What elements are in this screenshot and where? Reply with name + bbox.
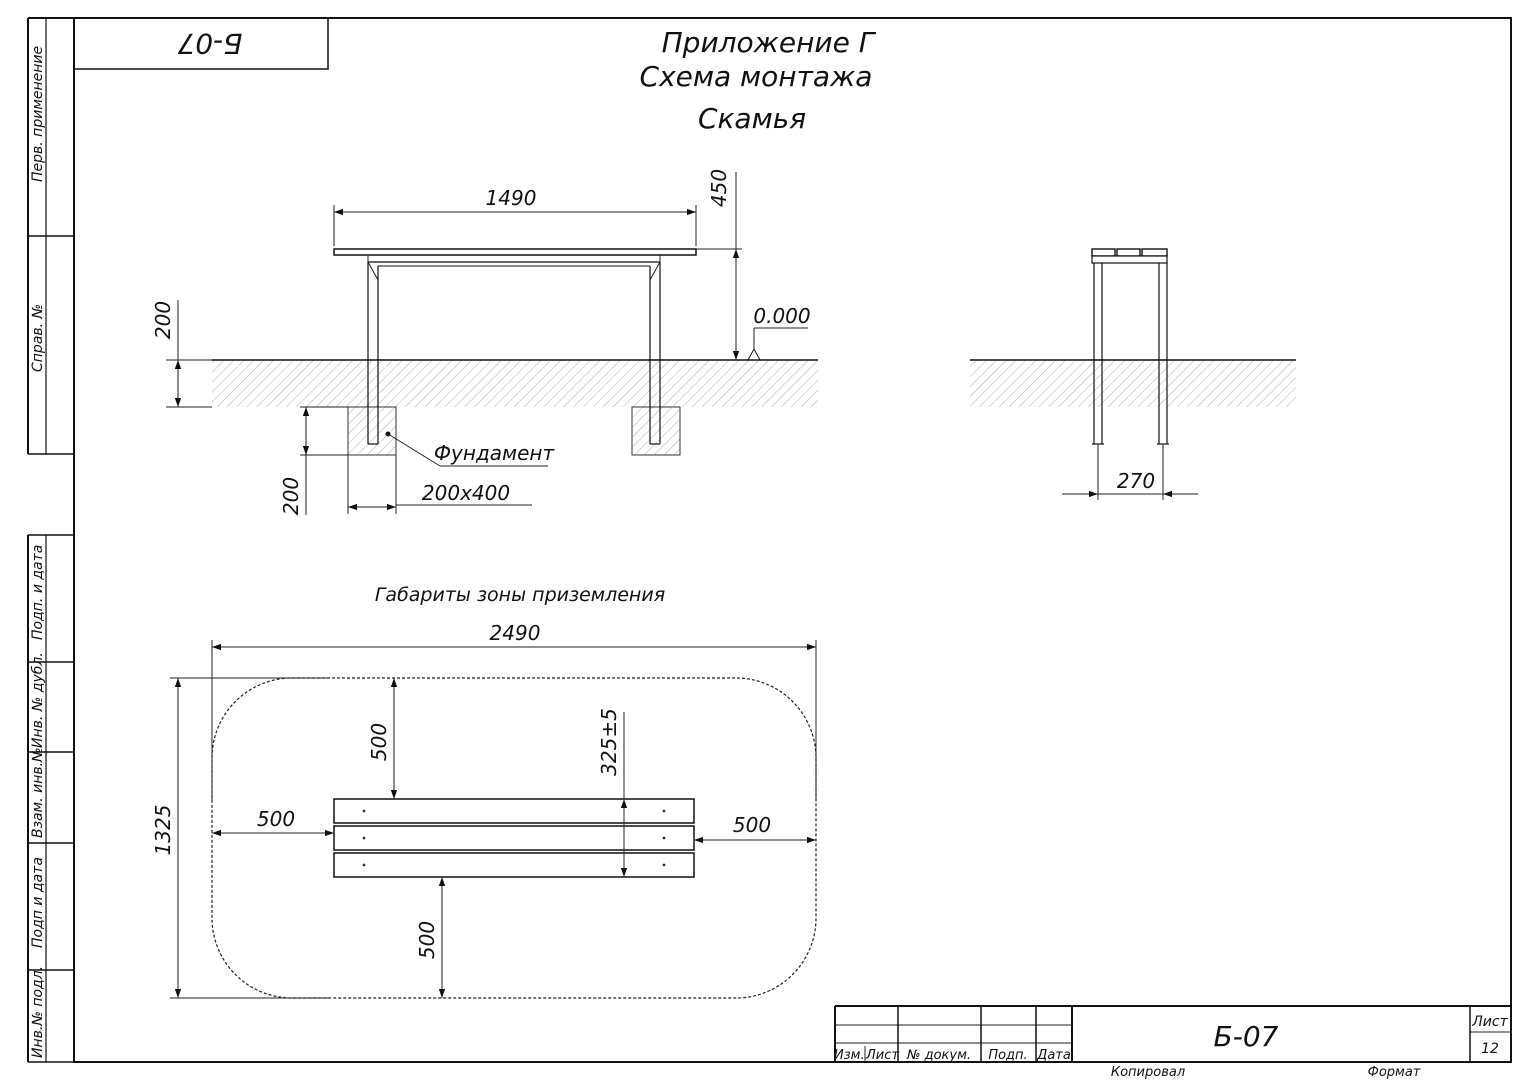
level-mark-value: 0.000 [753,304,810,328]
front-ground-hatch [212,360,818,407]
dim-zone-top: 500 [367,723,391,761]
front-foundation-right [631,406,681,456]
side-leg-right [1157,263,1169,445]
dim-seat-width: 325±5 [597,708,621,776]
title-appendix: Приложение Г [662,26,877,59]
side-crossbar [1091,255,1168,264]
top-slat-2 [333,825,695,851]
dim-zone-right: 500 [733,813,771,837]
label-podp-i-data-1: Подп. и дата [30,545,46,640]
tb-designation: Б-07 [1214,1020,1279,1053]
side-slat-3 [1141,248,1168,257]
tb-col-data: Дата [1036,1048,1071,1063]
front-seat [333,248,697,256]
label-inv-no-dubl: Инв. № дубл. [30,652,46,748]
side-ground-hatch [970,360,1296,407]
tb-col-doc-no: № докум. [906,1048,971,1063]
dim-zone-width: 1325 [151,805,175,856]
tb-copied: Копировал [1111,1065,1185,1080]
top-slat-3 [333,852,695,878]
drawing-titles: Приложение Г Схема монтажа Скамья [640,26,877,135]
top-stamp: Б-07 [74,18,329,70]
top-stamp-designation: Б-07 [177,27,242,60]
title-block: Изм. Лист № докум. Подп. Дата Б-07 Лист … [834,1005,1511,1080]
dim-front-soil: 200 [151,301,175,339]
landing-zone-title: Габариты зоны приземления [375,584,665,606]
front-leg-left [367,262,379,445]
sheet-frame [27,17,1512,1063]
front-view: 1490 450 0.000 200 200 200x400 [151,169,818,515]
side-view: 270 [970,248,1296,500]
dim-zone-bottom: 500 [415,921,439,959]
label-sprav-no: Справ. № [30,304,46,372]
tb-sheet-label: Лист [1471,1014,1508,1030]
dim-foundation-depth: 200 [279,477,303,515]
dim-zone-left: 500 [257,807,295,831]
foundation-label: Фундамент [434,441,556,465]
landing-zone-view: Габариты зоны приземления 2490 1325 500 … [151,584,817,999]
side-slat-2 [1116,248,1141,257]
tb-sheet-no: 12 [1481,1041,1499,1057]
side-margin-labels: Перв. применение Справ. № Подп. и дата И… [30,46,46,1058]
tb-format: Формат [1368,1065,1421,1080]
front-foundation-left [347,406,397,456]
label-inv-no-podl: Инв.№ подл. [30,966,46,1058]
dim-side-width: 270 [1117,469,1155,493]
slat-screws [362,809,666,867]
level-mark: 0.000 [747,304,811,361]
front-leg-right [649,262,661,445]
title-object: Скамья [698,102,806,135]
title-scheme: Схема монтажа [640,60,873,93]
label-podp-i-data-2: Подп и дата [30,857,46,948]
dim-zone-length: 2490 [490,621,541,645]
tb-col-list: Лист [865,1048,899,1063]
dim-front-length: 1490 [486,186,537,210]
side-slat-1 [1091,248,1116,257]
top-slat-1 [333,798,695,824]
label-perv-primenenie: Перв. применение [30,46,46,182]
dim-front-height: 450 [707,169,731,207]
landing-zone-boundary [211,677,817,999]
tb-col-izm: Изм. [834,1048,865,1063]
tb-col-podp: Подп. [988,1048,1027,1063]
foundation-size: 200x400 [422,481,510,505]
side-leg-left [1092,263,1104,445]
label-vzam-inv-no: Взам. инв.№ [30,747,46,838]
